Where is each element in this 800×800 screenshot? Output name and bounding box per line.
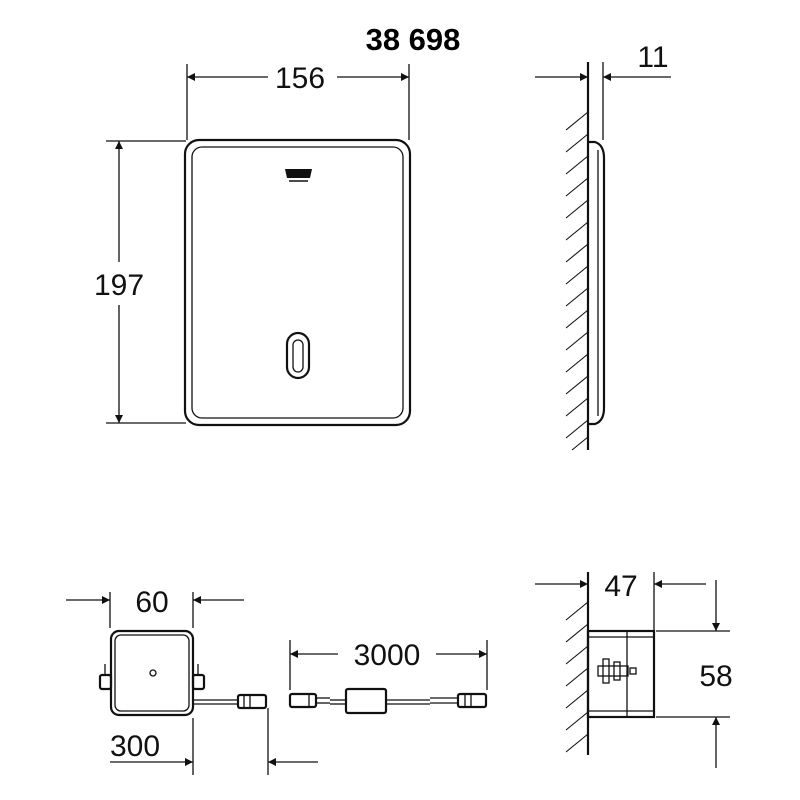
side-view: 11 (535, 41, 671, 451)
control-box-view: 60 300 (66, 586, 318, 775)
brand-logo-icon (285, 169, 312, 182)
plate-height-label: 197 (94, 269, 144, 302)
plate-depth-label: 11 (637, 41, 668, 74)
cable-connector-left (288, 692, 318, 709)
sensor-window-icon (285, 331, 311, 380)
cable-connector-right (456, 692, 488, 709)
box-connector (236, 693, 268, 710)
plate-profile (588, 140, 606, 426)
box-height-label: 58 (699, 660, 732, 693)
front-view: 156 197 (94, 62, 412, 427)
wall-hatching (565, 111, 589, 451)
box-screw-icon (149, 669, 157, 677)
cable-inline-module (344, 687, 388, 715)
product-code: 38 698 (366, 22, 461, 57)
box-wall-hatching (565, 601, 589, 753)
cable-offset-label: 300 (110, 730, 160, 763)
sensor-window-inner (292, 339, 304, 373)
box-width-label: 60 (135, 586, 168, 619)
cable-length-label: 3000 (354, 639, 421, 672)
control-box-outline (109, 629, 195, 717)
box-side-view: 47 58 (535, 570, 733, 768)
box-depth-label: 47 (604, 570, 637, 603)
extension-cable-view: 3000 (288, 639, 488, 715)
plate-width-label: 156 (275, 62, 325, 95)
box-side-body (586, 629, 656, 719)
flush-plate-outline (183, 138, 412, 427)
flush-plate-inner-outline (191, 146, 404, 419)
